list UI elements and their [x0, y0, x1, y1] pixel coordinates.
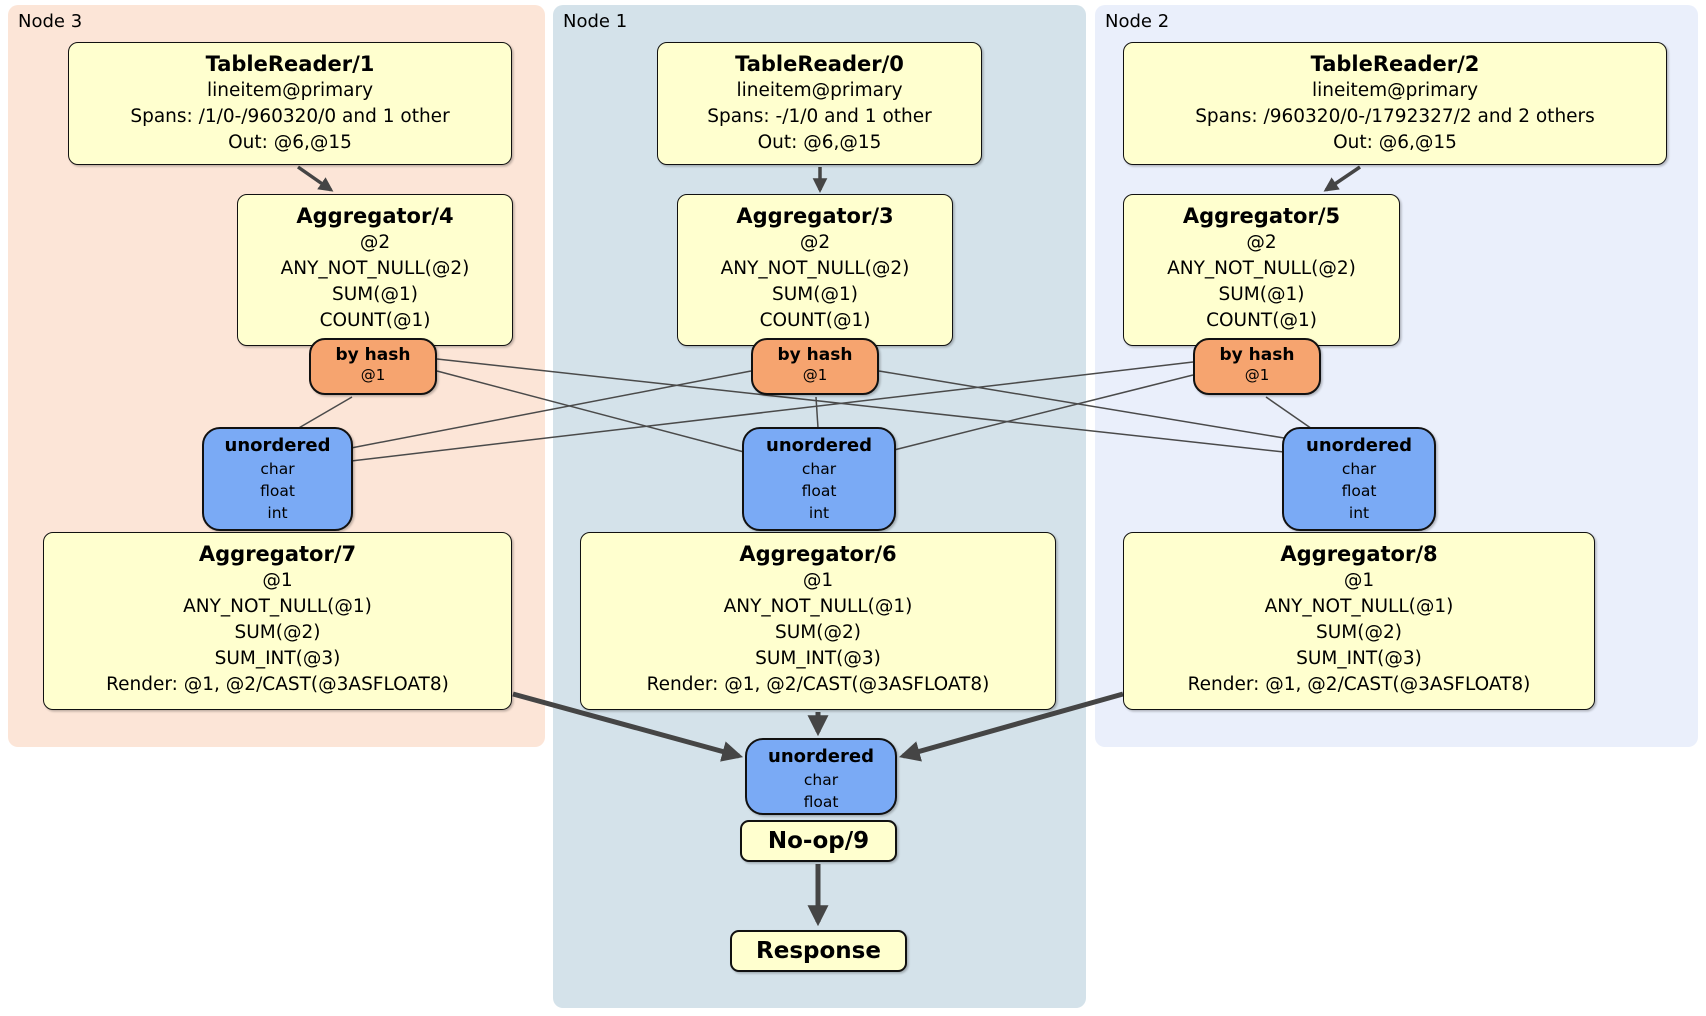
sync-detail: char [260, 460, 295, 478]
tablereader-arrows [296, 165, 1361, 193]
aggregator-5-box: Aggregator/5 @2 ANY_NOT_NULL(@2) SUM(@1)… [1123, 194, 1400, 346]
operator-detail: COUNT(@1) [1206, 310, 1317, 331]
hash-router-node2: by hash @1 [1193, 338, 1321, 395]
sync-title: unordered [224, 435, 331, 456]
router-detail: @1 [360, 366, 386, 384]
router-title: by hash [777, 345, 853, 365]
final-stage-arrows [512, 691, 1124, 927]
hash-router-node3: by hash @1 [309, 338, 437, 395]
sync-detail: float [801, 482, 837, 500]
operator-detail: Out: @6,@15 [1333, 132, 1457, 153]
router-mesh-edges [296, 358, 1316, 462]
operator-detail: @2 [799, 232, 831, 253]
operator-detail: ANY_NOT_NULL(@2) [1167, 258, 1356, 279]
noop-9-box: No-op/9 [740, 820, 897, 862]
operator-detail: ANY_NOT_NULL(@2) [280, 258, 470, 279]
operator-detail: Out: @6,@15 [228, 132, 352, 153]
operator-detail: ANY_NOT_NULL(@1) [723, 596, 913, 617]
sync-detail: float [1341, 482, 1377, 500]
response-box: Response [730, 930, 907, 972]
operator-title: Aggregator/3 [736, 204, 894, 228]
operator-detail: lineitem@primary [206, 80, 374, 101]
operator-detail: @1 [262, 570, 293, 591]
operator-detail: ANY_NOT_NULL(@2) [720, 258, 910, 279]
aggregator-7-box: Aggregator/7 @1 ANY_NOT_NULL(@1) SUM(@2)… [43, 532, 512, 710]
operator-detail: @1 [802, 570, 834, 591]
unordered-sync-node1: unordered char float int [742, 427, 896, 531]
operator-detail: Render: @1, @2/CAST(@3ASFLOAT8) [646, 674, 990, 695]
operator-detail: SUM_INT(@3) [214, 648, 341, 669]
sync-detail: int [1348, 504, 1370, 522]
hash-router-node1: by hash @1 [751, 338, 879, 395]
operator-detail: COUNT(@1) [319, 310, 431, 331]
aggregator-6-box: Aggregator/6 @1 ANY_NOT_NULL(@1) SUM(@2)… [580, 532, 1056, 710]
sync-detail: char [803, 771, 839, 789]
sync-detail: char [801, 460, 837, 478]
node3-label: Node 3 [18, 11, 83, 32]
operator-detail: SUM_INT(@3) [1296, 648, 1422, 669]
operator-detail: COUNT(@1) [759, 310, 871, 331]
router-title: by hash [1219, 345, 1295, 365]
unordered-sync-node2: unordered char float int [1282, 427, 1436, 531]
aggregator-4-box: Aggregator/4 @2 ANY_NOT_NULL(@2) SUM(@1)… [237, 194, 513, 346]
operator-detail: @2 [1246, 232, 1277, 253]
operator-detail: Spans: -/1/0 and 1 other [707, 106, 932, 127]
operator-title: Aggregator/7 [198, 542, 357, 566]
tablereader-0-box: TableReader/0 lineitem@primary Spans: -/… [657, 42, 982, 165]
router-detail: @1 [1244, 366, 1270, 384]
router-detail: @1 [802, 366, 828, 384]
operator-title: TableReader/2 [1310, 52, 1480, 76]
node1-label: Node 1 [563, 11, 628, 32]
sync-detail: int [267, 504, 288, 522]
operator-detail: SUM(@1) [1218, 284, 1305, 305]
operator-title: TableReader/0 [735, 52, 904, 76]
aggregator-3-box: Aggregator/3 @2 ANY_NOT_NULL(@2) SUM(@1)… [677, 194, 953, 346]
node2-label: Node 2 [1105, 11, 1170, 32]
sync-detail: float [260, 482, 295, 500]
operator-detail: SUM(@1) [332, 284, 418, 305]
operator-detail: @2 [359, 232, 391, 253]
operator-detail: Render: @1, @2/CAST(@3ASFLOAT8) [1187, 674, 1531, 695]
operator-title: Response [756, 938, 881, 964]
operator-detail: ANY_NOT_NULL(@1) [1264, 596, 1454, 617]
sync-title: unordered [1306, 435, 1412, 456]
operator-detail: Out: @6,@15 [757, 132, 882, 153]
aggregator-8-box: Aggregator/8 @1 ANY_NOT_NULL(@1) SUM(@2)… [1123, 532, 1595, 710]
unordered-sync-node3: unordered char float int [202, 427, 353, 531]
sync-detail: int [808, 504, 830, 522]
operator-detail: ANY_NOT_NULL(@1) [183, 596, 372, 617]
operator-title: Aggregator/5 [1182, 204, 1341, 228]
operator-title: Aggregator/4 [296, 204, 454, 228]
tablereader-2-box: TableReader/2 lineitem@primary Spans: /9… [1123, 42, 1667, 165]
operator-title: TableReader/1 [205, 52, 375, 76]
operator-title: Aggregator/8 [1280, 542, 1438, 566]
operator-title: Aggregator/6 [739, 542, 897, 566]
operator-detail: Spans: /960320/0-/1792327/2 and 2 others [1195, 106, 1595, 127]
operator-detail: lineitem@primary [1311, 80, 1479, 101]
operator-detail: Spans: /1/0-/960320/0 and 1 other [130, 106, 450, 127]
operator-title: No-op/9 [767, 828, 870, 854]
operator-detail: @1 [1343, 570, 1375, 591]
operator-detail: lineitem@primary [736, 80, 903, 101]
operator-detail: SUM(@1) [772, 284, 858, 305]
unordered-sync-final: unordered char float [745, 738, 897, 815]
operator-detail: SUM_INT(@3) [755, 648, 881, 669]
router-title: by hash [335, 345, 411, 365]
sync-title: unordered [766, 435, 872, 456]
sync-detail: char [1341, 460, 1377, 478]
operator-detail: SUM(@2) [234, 622, 321, 643]
operator-detail: SUM(@2) [775, 622, 861, 643]
sync-detail: float [803, 793, 839, 811]
tablereader-1-box: TableReader/1 lineitem@primary Spans: /1… [68, 42, 512, 165]
operator-detail: SUM(@2) [1316, 622, 1402, 643]
operator-detail: Render: @1, @2/CAST(@3ASFLOAT8) [106, 674, 449, 695]
sync-title: unordered [768, 746, 874, 767]
